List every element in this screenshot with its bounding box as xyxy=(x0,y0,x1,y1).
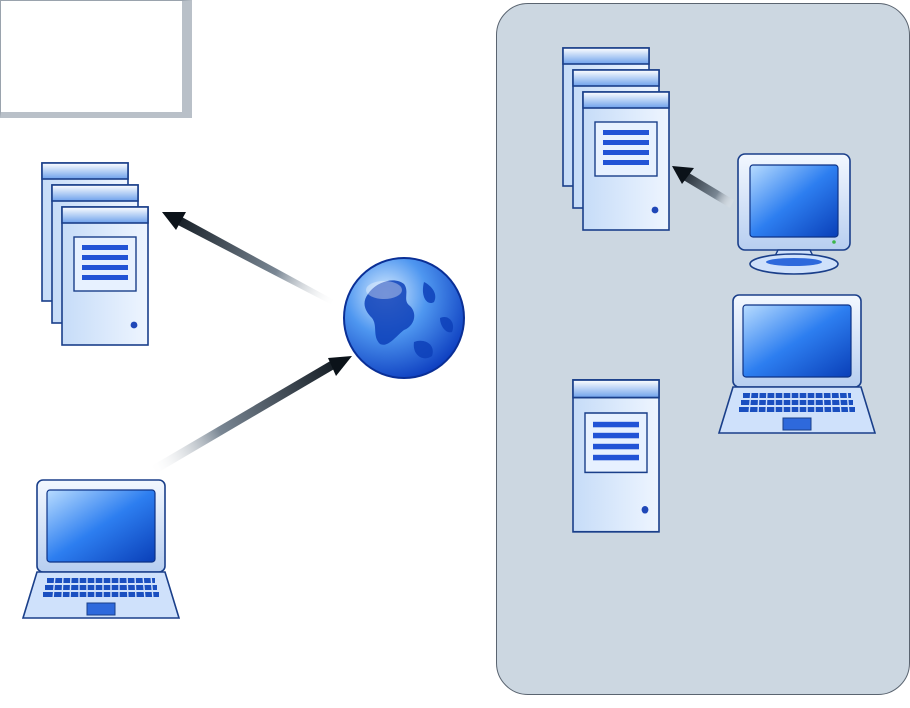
server-cluster-icon xyxy=(563,48,669,230)
server-icon xyxy=(572,379,660,533)
laptop-icon xyxy=(22,479,180,619)
monitor-icon xyxy=(737,153,851,275)
arrow-globe-to-left-servers xyxy=(162,212,338,308)
note-box xyxy=(0,0,192,118)
laptop-icon xyxy=(718,294,876,434)
server-cluster-icon xyxy=(42,163,148,345)
globe-icon xyxy=(343,257,465,379)
arrow-monitor-to-right-servers xyxy=(672,166,734,208)
arrow-laptop-to-globe xyxy=(148,356,352,476)
